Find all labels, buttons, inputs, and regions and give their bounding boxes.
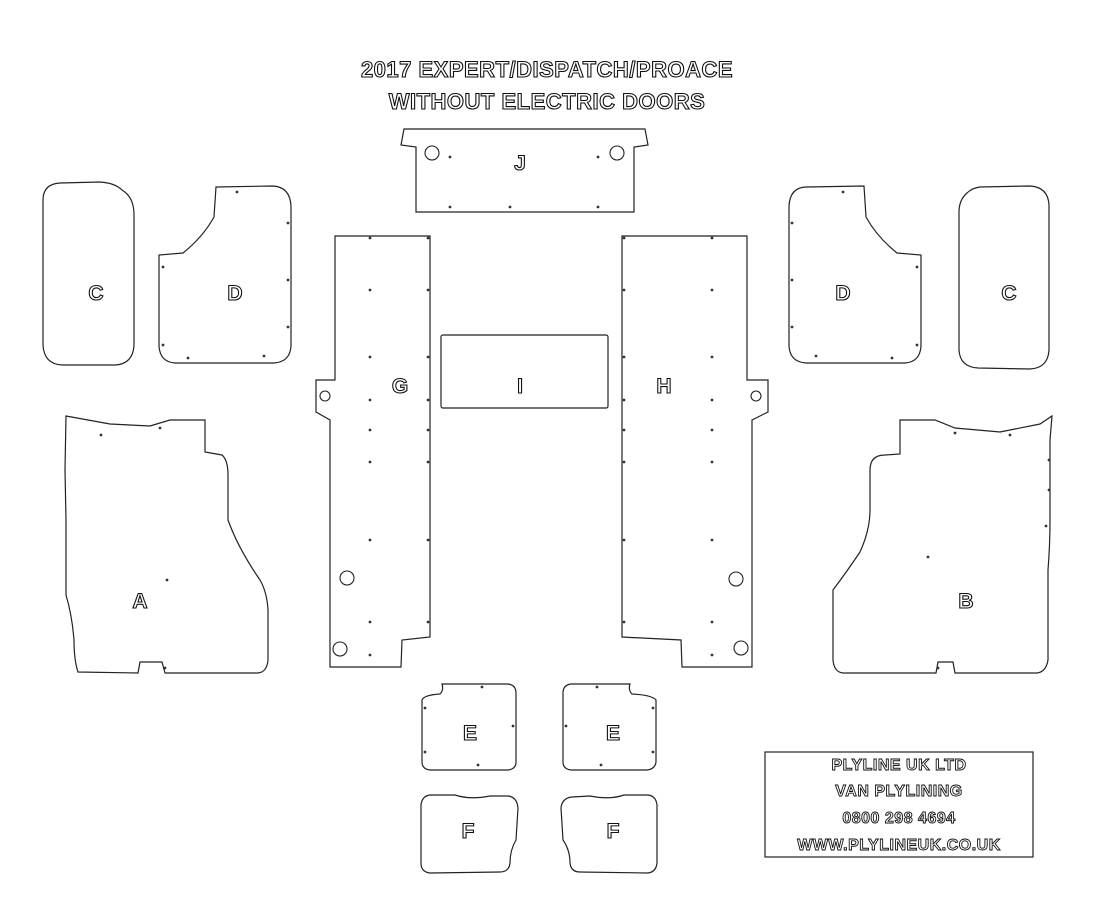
- panel-h: H: [621, 235, 769, 668]
- panel-e-left-label: E: [463, 722, 477, 745]
- panel-e-right-label: E: [606, 722, 620, 745]
- company-website: WWW.PLYLINEUK.CO.UK: [797, 837, 1001, 854]
- panel-d-left: D: [158, 185, 292, 364]
- panel-f-left: F: [420, 794, 519, 874]
- panel-h-label: H: [656, 375, 671, 398]
- panel-g: G: [315, 235, 431, 668]
- panel-f-right: F: [560, 794, 658, 874]
- panel-e-right: E: [562, 683, 657, 771]
- panel-e-left: E: [421, 683, 517, 771]
- panel-j-label: J: [514, 152, 526, 175]
- panel-d-right: D: [788, 185, 922, 364]
- panel-d-left-label: D: [227, 282, 242, 305]
- title-line-2: WITHOUT ELECTRIC DOORS: [389, 89, 706, 114]
- panel-i-label: I: [517, 375, 523, 398]
- panel-g-label: G: [392, 375, 408, 398]
- diagram-title: 2017 EXPERT/DISPATCH/PROACE WITHOUT ELEC…: [360, 56, 733, 114]
- panel-f-right-label: F: [607, 820, 620, 843]
- panel-a: A: [64, 415, 269, 674]
- panel-a-label: A: [132, 590, 147, 613]
- title-line-1: 2017 EXPERT/DISPATCH/PROACE: [361, 57, 733, 82]
- company-phone: 0800 298 4694: [842, 810, 955, 827]
- panel-c-right: C: [958, 185, 1050, 370]
- panel-f-left-label: F: [462, 820, 475, 843]
- company-name: PLYLINE UK LTD: [831, 757, 966, 774]
- panel-b: B: [832, 414, 1053, 674]
- company-info-box: PLYLINE UK LTD VAN PLYLINING 0800 298 46…: [764, 751, 1034, 858]
- panel-c-left-label: C: [88, 282, 103, 305]
- panel-b-label: B: [958, 590, 973, 613]
- panel-c-left: C: [42, 181, 135, 366]
- company-service: VAN PLYLINING: [835, 783, 962, 800]
- panel-c-right-label: C: [1001, 282, 1016, 305]
- panel-d-right-label: D: [835, 282, 850, 305]
- panel-j: J: [400, 128, 649, 213]
- panel-i: I: [440, 334, 609, 409]
